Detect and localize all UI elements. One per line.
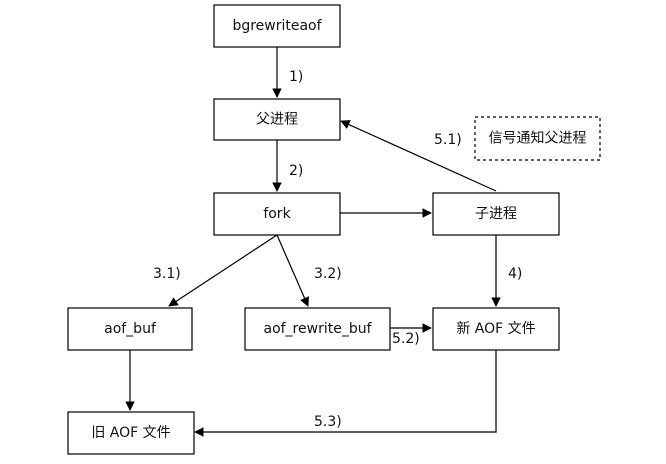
edge-fork-to-aof-buf [168, 234, 278, 307]
node-old-aof-file: 旧 AOF 文件 [67, 411, 195, 455]
node-bgrewriteaof-label: bgrewriteaof [232, 18, 322, 34]
edge-label-5-2: 5.2) [392, 331, 420, 347]
edge-label-4: 4) [508, 266, 522, 282]
edge-label-1: 1) [289, 69, 303, 85]
edge-label-3-1: 3.1) [153, 266, 181, 282]
edge-label-3-2: 3.2) [314, 266, 342, 282]
node-fork: fork [213, 192, 341, 236]
node-aof-rewrite-buf: aof_rewrite_buf [244, 307, 391, 351]
edge-label-2: 2) [289, 163, 303, 179]
edge-child-to-parent [340, 120, 497, 192]
edge-label-5-3: 5.3) [314, 414, 342, 430]
node-bgrewriteaof: bgrewriteaof [213, 4, 341, 48]
edge-new-aof-to-old-aof [194, 350, 497, 437]
edge-label-5-1: 5.1) [434, 132, 462, 148]
node-aof-buf-label: aof_buf [104, 321, 157, 337]
node-aof-rewrite-buf-label: aof_rewrite_buf [263, 321, 372, 337]
node-child-process: 子进程 [432, 192, 560, 236]
node-parent-process-label: 父进程 [256, 112, 298, 128]
node-new-aof-file: 新 AOF 文件 [432, 307, 560, 351]
node-aof-buf: aof_buf [67, 307, 193, 351]
edge-fork-to-aof-rewrite-buf [276, 234, 309, 307]
node-child-process-label: 子进程 [475, 206, 517, 222]
node-new-aof-file-label: 新 AOF 文件 [456, 321, 535, 337]
edges [125, 47, 501, 437]
node-parent-process: 父进程 [213, 98, 341, 141]
note-signal-parent: 信号通知父进程 [474, 116, 601, 161]
node-fork-label: fork [263, 206, 291, 222]
node-old-aof-file-label: 旧 AOF 文件 [91, 425, 170, 441]
note-signal-parent-label: 信号通知父进程 [489, 130, 587, 147]
edge-labels: 1) 2) 3.1) 3.2) 4) 5.1) 5.2) 5.3) [153, 69, 522, 430]
